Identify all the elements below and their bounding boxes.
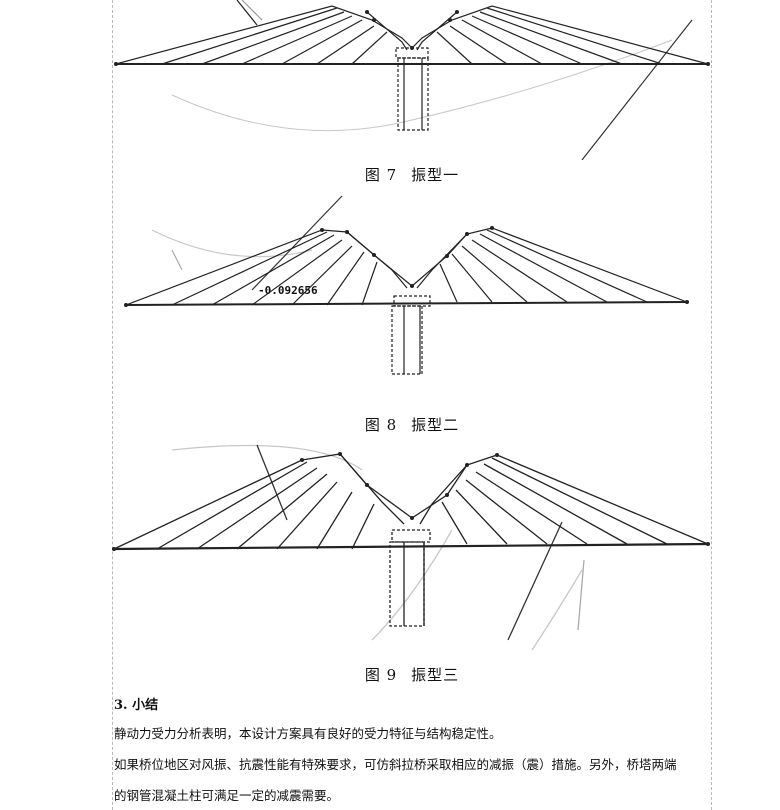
figure-9: 图 9 振型三 xyxy=(112,440,712,690)
figure-8-caption: 图 8 振型二 xyxy=(112,414,712,435)
figure-9-drawing xyxy=(112,444,710,651)
paragraph-1: 静动力受力分析表明，本设计方案具有良好的受力特征与结构稳定性。 xyxy=(114,726,502,741)
paragraph-3: 的钢管混凝土柱可满足一定的减震需要。 xyxy=(114,788,340,803)
figure-9-title: 振型三 xyxy=(411,666,460,684)
page-border-right xyxy=(711,0,712,810)
figure-7-drawing xyxy=(114,0,710,160)
section-heading: 3. 小结 xyxy=(114,698,159,713)
figure-9-caption: 图 9 振型三 xyxy=(112,664,712,685)
figure-8-drawing: -0.092656 xyxy=(124,195,689,375)
figure-8: -0.092656 图 8 振型二 xyxy=(112,190,712,440)
figure-8-annotation: -0.092656 xyxy=(258,284,318,297)
paragraph-2: 如果桥位地区对风振、抗震性能有特殊要求，可仿斜拉桥采取相应的减振（震）措施。另外… xyxy=(114,757,677,772)
figure-7-title: 振型一 xyxy=(411,166,460,184)
figure-7-number: 图 7 xyxy=(364,166,398,184)
page-border-left xyxy=(112,0,113,810)
figure-7-caption: 图 7 振型一 xyxy=(112,164,712,185)
figure-9-number: 图 9 xyxy=(364,666,398,684)
figure-7: 图 7 振型一 xyxy=(112,0,712,190)
figure-8-number: 图 8 xyxy=(364,416,398,434)
figure-8-title: 振型二 xyxy=(411,416,460,434)
